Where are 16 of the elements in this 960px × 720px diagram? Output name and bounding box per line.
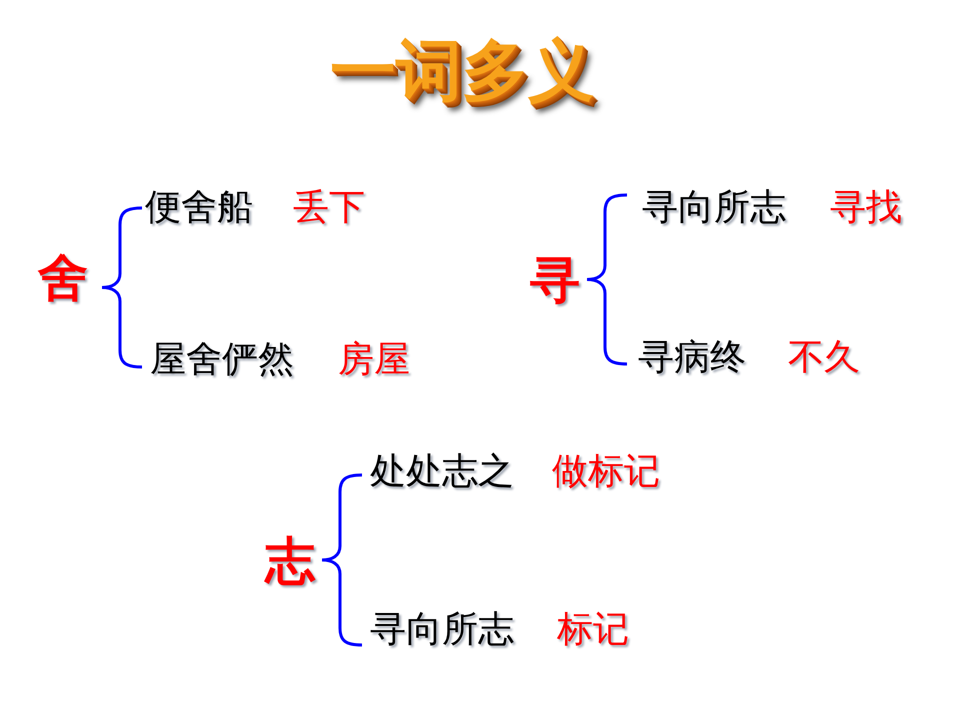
headword: 寻 xyxy=(530,255,580,305)
example-phrase: 屋舍俨然 xyxy=(150,342,294,378)
example-phrase: 便舍船 xyxy=(145,190,253,226)
meaning-text: 做标记 xyxy=(552,454,660,490)
example-phrase: 寻向所志 xyxy=(642,190,786,226)
meaning-text: 丢下 xyxy=(293,190,365,226)
meaning-text: 不久 xyxy=(788,340,860,376)
example-phrase: 寻向所志 xyxy=(370,612,514,648)
meaning-text: 房屋 xyxy=(338,342,410,378)
example-phrase: 处处志之 xyxy=(370,454,514,490)
word-art-title: 一词多义 xyxy=(330,38,594,104)
meaning-text: 寻找 xyxy=(830,190,902,226)
headword: 志 xyxy=(265,536,315,586)
meaning-text: 标记 xyxy=(557,612,629,648)
example-phrase: 寻病终 xyxy=(638,340,746,376)
headword: 舍 xyxy=(38,253,88,303)
